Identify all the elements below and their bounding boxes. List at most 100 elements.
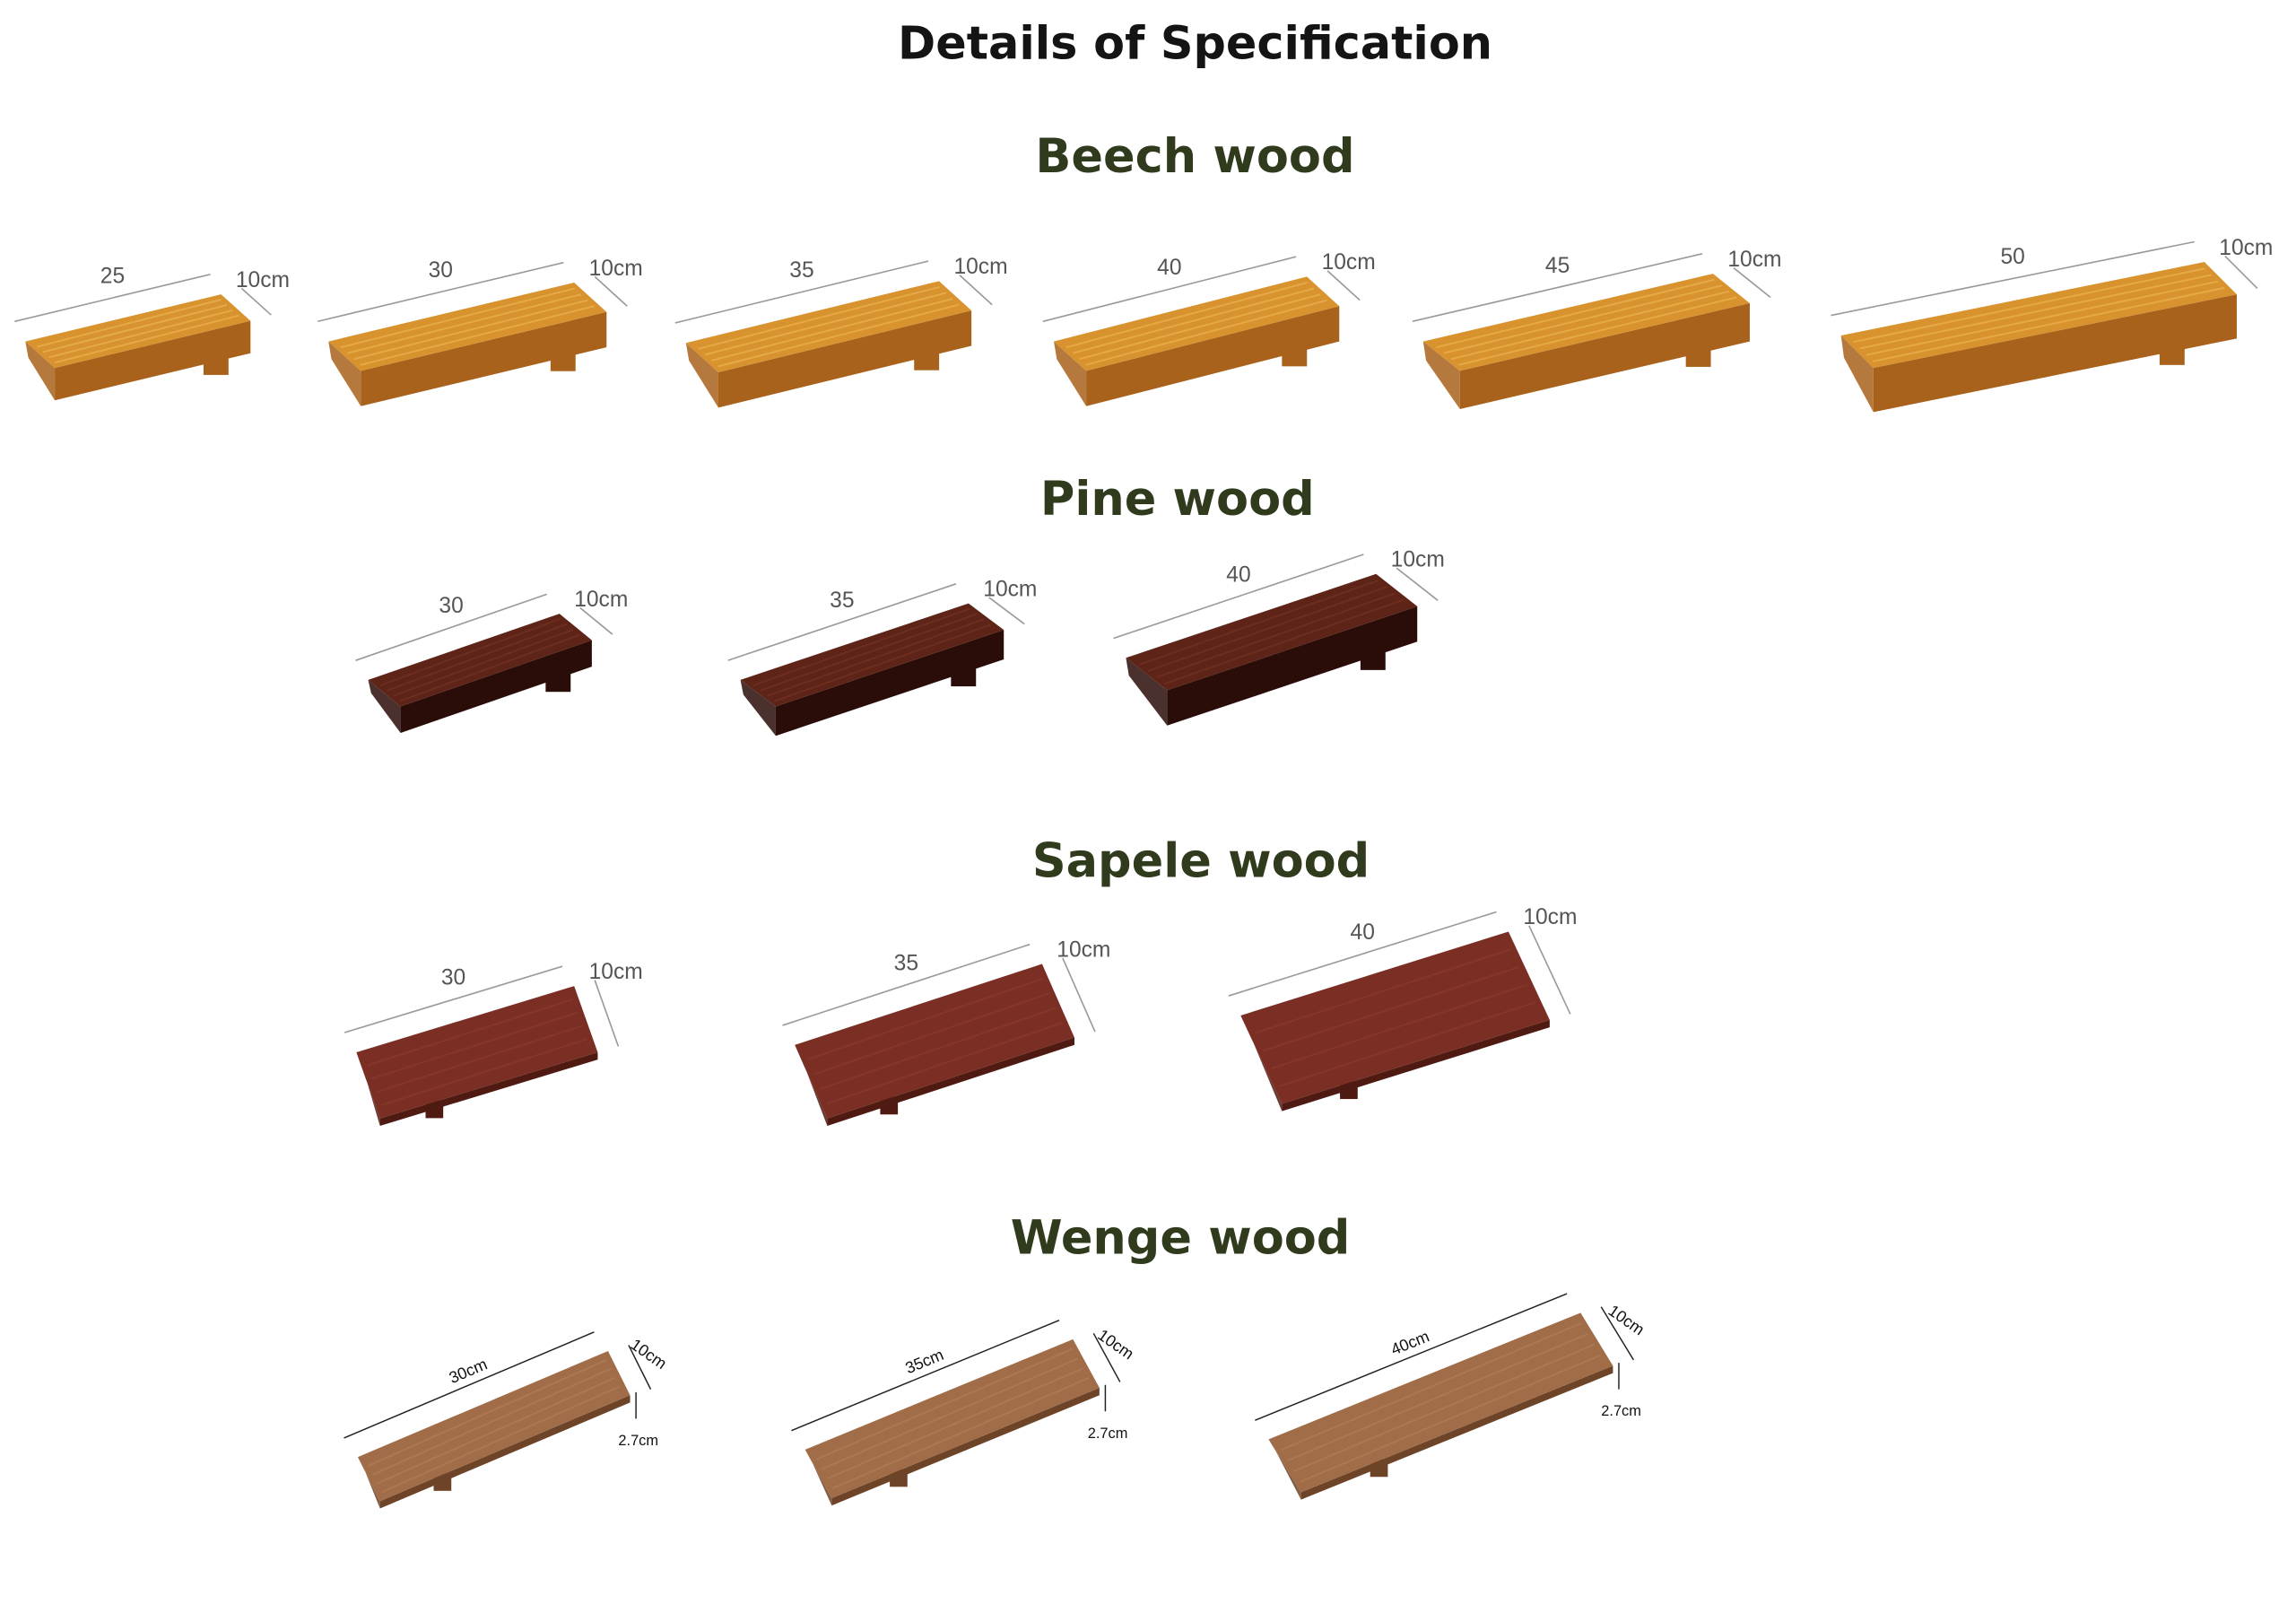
wood-grain (399, 633, 580, 702)
length-label: 40 (1226, 562, 1250, 587)
depth-dimension-line (1600, 1306, 1634, 1361)
depth-dimension-line (1326, 270, 1361, 301)
shelf-front-face (1873, 294, 2237, 413)
shelf-front-face (1300, 1365, 1613, 1500)
shelf-top-face (358, 1350, 631, 1502)
length-dimension-line (782, 943, 1031, 1026)
depth-dimension-line (1062, 957, 1096, 1033)
wood-grain (376, 1024, 583, 1094)
shelf-top-face (368, 614, 592, 707)
depth-dimension-line (959, 275, 993, 306)
shelf-top-face (804, 1338, 1100, 1499)
wood-grain (698, 285, 940, 350)
wood-grain (371, 1011, 578, 1080)
shelf-0-5: 50 10cm (1831, 236, 2273, 413)
shelf-top-face (1268, 1312, 1613, 1493)
shelf-top-face (356, 986, 598, 1119)
section-title-sapele: Sapele wood (1032, 834, 1370, 889)
length-dimension-line (674, 260, 929, 324)
shelf-end-face (740, 679, 776, 737)
wood-grain (393, 628, 574, 697)
wood-grain (1443, 284, 1723, 354)
depth-dimension-line (1092, 1332, 1121, 1382)
shelf-front-face (361, 311, 607, 406)
length-dimension-line (1113, 554, 1364, 640)
wood-grain (821, 1357, 1078, 1470)
depth-dimension-line (240, 287, 272, 316)
length-label: 35cm (903, 1346, 946, 1377)
wood-grain (48, 309, 233, 359)
wood-grain (366, 998, 574, 1067)
wood-grain (372, 1367, 612, 1476)
shelf-front-face (1282, 1019, 1550, 1112)
length-dimension-line (1042, 256, 1297, 323)
wood-grain (1156, 592, 1396, 678)
length-label: 50 (2000, 245, 2024, 269)
depth-dimension-line (1733, 266, 1771, 299)
wood-grain (368, 1358, 607, 1467)
wood-grain (1280, 1322, 1582, 1452)
wood-grain (813, 992, 1050, 1076)
depth-dimension-line (1528, 925, 1571, 1015)
shelf-1-0: 30 10cm (355, 588, 628, 733)
length-dimension-line (344, 965, 563, 1033)
wood-grain (826, 1367, 1083, 1480)
wood-grain (380, 1038, 587, 1106)
depth-label: 10cm (627, 1335, 670, 1373)
length-label: 25 (100, 265, 125, 289)
wood-grain (1287, 1333, 1588, 1461)
shelf-end-face (1054, 341, 1087, 406)
wood-grain (704, 292, 947, 356)
shelf-3-0: 30cm 10cm 2.7cm (344, 1331, 670, 1509)
wood-grain (1279, 1001, 1536, 1087)
shelf-top-face (795, 963, 1074, 1119)
length-dimension-line (355, 593, 547, 661)
shelf-front-face (1086, 306, 1340, 406)
wood-grain (1872, 286, 2225, 362)
shelf-end-face (1422, 341, 1460, 410)
thickness-label: 2.7cm (618, 1433, 658, 1449)
shelf-front-face (831, 1388, 1100, 1506)
depth-dimension-line (579, 606, 613, 635)
wood-grain (379, 618, 561, 686)
shelf-end-face (328, 341, 361, 406)
wood-grain (1271, 983, 1528, 1069)
wood-grain (1262, 965, 1520, 1052)
wood-grain (42, 303, 228, 353)
length-label: 30cm (447, 1355, 490, 1387)
depth-label: 10cm (589, 257, 643, 281)
length-dimension-line (727, 583, 957, 661)
shelf-front-face (775, 630, 1004, 737)
shelf-front-face (55, 320, 251, 401)
shelf-front-face (718, 310, 972, 408)
shelf-end-face (25, 341, 56, 401)
shelf-end-face (368, 679, 401, 733)
wood-grain (826, 1022, 1063, 1105)
depth-dimension-line (1396, 567, 1439, 601)
wood-grain (1457, 296, 1737, 366)
wood-grain (815, 1347, 1074, 1460)
wood-grain (1148, 586, 1387, 672)
shelf-top-face (740, 603, 1004, 707)
length-label: 30 (439, 594, 463, 618)
thickness-label: 2.7cm (1088, 1426, 1128, 1442)
wood-grain (1072, 287, 1315, 354)
depth-label: 10cm (2219, 236, 2273, 260)
section-title-beech: Beech wood (1035, 129, 1354, 184)
wood-grain (353, 299, 588, 361)
shelf-front-face (379, 1051, 598, 1126)
depth-label: 10cm (1391, 548, 1445, 572)
wood-grain (1293, 1343, 1595, 1472)
wood-grain (346, 293, 582, 354)
depth-label: 10cm (574, 588, 628, 612)
shelf-front-face (827, 1037, 1074, 1126)
wood-grain (340, 287, 576, 349)
